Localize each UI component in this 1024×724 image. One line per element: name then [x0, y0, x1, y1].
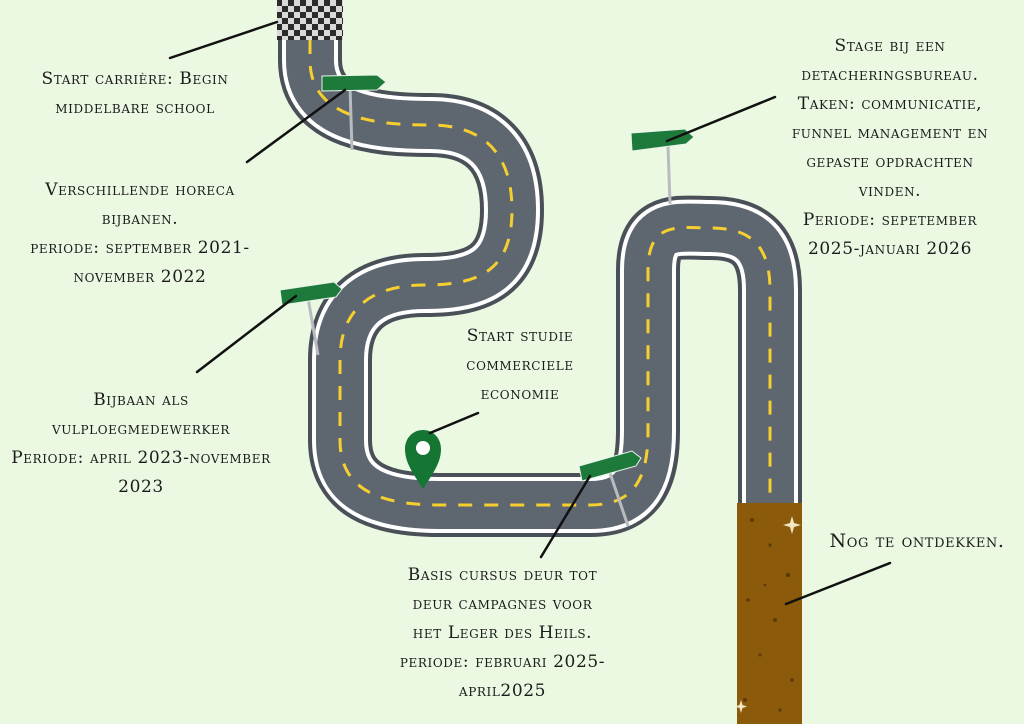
signpost-stage [630, 128, 695, 205]
milestone-vulploeg-line2: vulploegmedewerker [51, 419, 231, 439]
milestone-vulploeg-line3: Periode: april 2023-november [11, 448, 271, 468]
milestone-studie-line3: economie [480, 384, 560, 404]
milestone-vulploeg-line1: Bijbaan als [93, 390, 189, 410]
milestone-stage-line5: gepaste opdrachten [806, 152, 974, 172]
milestone-leger-line3: het Leger des Heils. [412, 623, 593, 643]
connector-lines [168, 20, 892, 606]
milestone-studie-line2: commerciele [466, 355, 574, 375]
milestone-stage-line6: vinden. [858, 181, 922, 201]
signpost-horeca [321, 74, 387, 151]
milestone-leger-line1: Basis cursus deur tot [407, 565, 598, 585]
milestone-future: Nog te ontdekken. [812, 527, 1022, 556]
milestone-horeca-line4: november 2022 [73, 267, 207, 287]
milestone-leger-line4: periode: februari 2025- [399, 652, 606, 672]
milestone-start: Start carrière: Begin middelbare school [20, 65, 250, 123]
milestone-stage-line3: Taken: communicatie, [797, 94, 983, 114]
finish-flag-icon [277, 0, 343, 40]
milestone-horeca-line3: periode: september 2021- [30, 238, 250, 258]
milestone-leger-line5: april2025 [458, 681, 547, 701]
milestone-studie: Start studie commerciele economie [440, 322, 600, 409]
milestone-stage-line2: detacheringsbureau. [801, 65, 979, 85]
milestone-future-line1: Nog te ontdekken. [829, 530, 1005, 552]
milestone-stage: Stage bij een detacheringsbureau. Taken:… [770, 32, 1010, 264]
location-pin-icon [405, 430, 441, 489]
milestone-horeca-line2: bijbanen. [101, 209, 179, 229]
milestone-studie-line1: Start studie [466, 326, 574, 346]
milestone-start-line2: middelbare school [55, 98, 215, 118]
milestone-leger-line2: deur campagnes voor [412, 594, 593, 614]
milestone-leger: Basis cursus deur tot deur campagnes voo… [380, 561, 625, 706]
milestone-horeca-line1: Verschillende horeca [45, 180, 235, 200]
milestone-vulploeg-line4: 2023 [118, 477, 164, 497]
dirt-path [735, 503, 802, 724]
winding-road [278, 28, 802, 537]
milestone-start-line1: Start carrière: Begin [41, 69, 229, 89]
milestone-vulploeg: Bijbaan als vulploegmedewerker Periode: … [0, 386, 282, 502]
signpost-leger [578, 450, 642, 527]
milestone-stage-line1: Stage bij een [834, 36, 946, 56]
milestone-stage-line7: Periode: sepetember [802, 210, 978, 230]
signpost-vulploeg [279, 281, 343, 356]
milestone-stage-line8: 2025-januari 2026 [807, 239, 973, 259]
milestone-stage-line4: funnel management en [791, 123, 989, 143]
milestone-horeca: Verschillende horeca bijbanen. periode: … [10, 176, 270, 292]
